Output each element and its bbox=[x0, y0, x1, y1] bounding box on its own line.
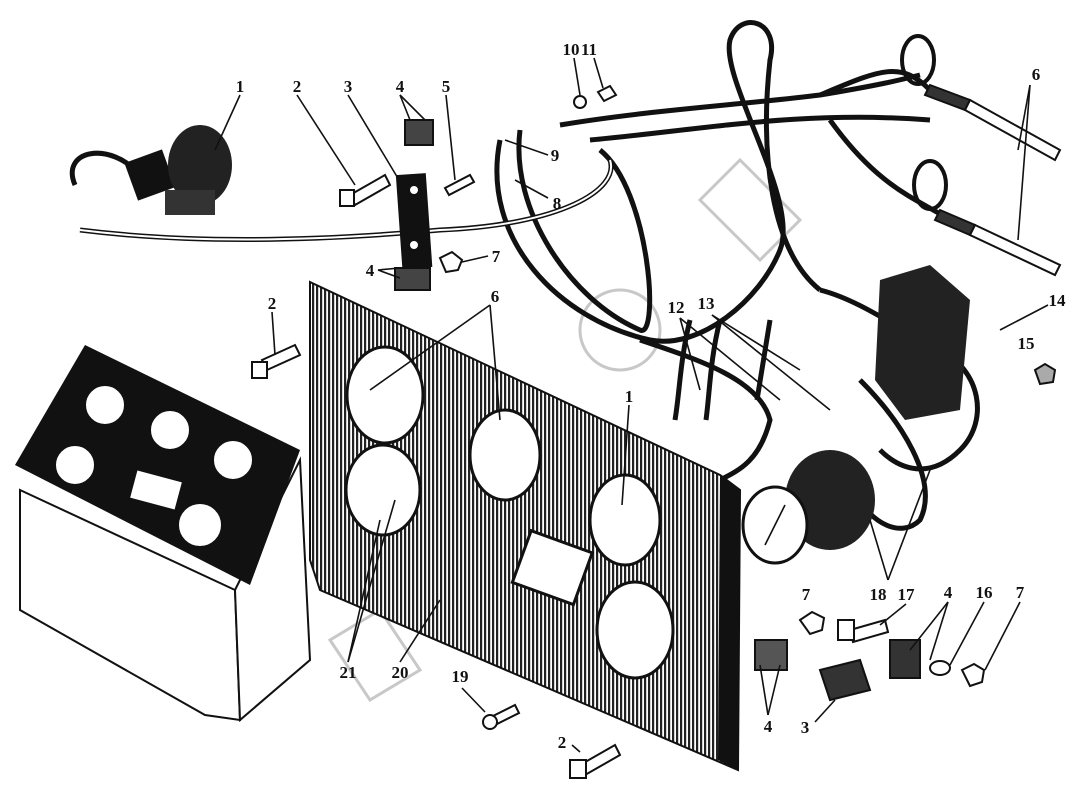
callout-17: 17 bbox=[898, 585, 916, 604]
callout-1: 1 bbox=[236, 77, 245, 96]
ammeter bbox=[741, 450, 875, 565]
callout-4: 4 bbox=[396, 77, 405, 96]
callout-21: 21 bbox=[340, 663, 357, 682]
callout-14: 14 bbox=[1049, 291, 1067, 310]
temperature-sensors bbox=[900, 34, 1062, 277]
callout-4: 4 bbox=[366, 261, 375, 280]
callout-4: 4 bbox=[944, 583, 953, 602]
callout-2: 2 bbox=[293, 77, 302, 96]
callout-2: 2 bbox=[268, 294, 277, 313]
callout-9: 9 bbox=[551, 146, 560, 165]
callout-3: 3 bbox=[344, 77, 353, 96]
callout-13: 13 bbox=[698, 294, 715, 313]
instrument-box bbox=[15, 345, 312, 723]
relay-14 bbox=[875, 265, 970, 420]
switch-1 bbox=[70, 125, 232, 215]
callout-18: 18 bbox=[870, 585, 887, 604]
callout-7: 7 bbox=[1016, 583, 1025, 602]
callout-6: 6 bbox=[491, 287, 500, 306]
callout-3: 3 bbox=[801, 718, 810, 737]
callout-6: 6 bbox=[1032, 65, 1041, 84]
callout-20: 20 bbox=[392, 663, 409, 682]
callout-15: 15 bbox=[1018, 334, 1035, 353]
callout-10: 10 bbox=[563, 40, 580, 59]
callout-8: 8 bbox=[553, 194, 562, 213]
callout-16: 16 bbox=[976, 583, 993, 602]
leader-lines bbox=[214, 57, 1049, 753]
callout-4: 4 bbox=[764, 717, 773, 736]
callout-5: 5 bbox=[442, 77, 451, 96]
callout-1: 1 bbox=[625, 387, 634, 406]
callout-7: 7 bbox=[492, 247, 501, 266]
callout-7: 7 bbox=[802, 585, 811, 604]
hardware-parts bbox=[251, 84, 1057, 779]
callout-19: 19 bbox=[452, 667, 469, 686]
callout-2: 2 bbox=[558, 733, 567, 752]
dashboard-panel bbox=[309, 280, 742, 772]
callout-11: 11 bbox=[581, 40, 597, 59]
callout-12: 12 bbox=[668, 298, 685, 317]
